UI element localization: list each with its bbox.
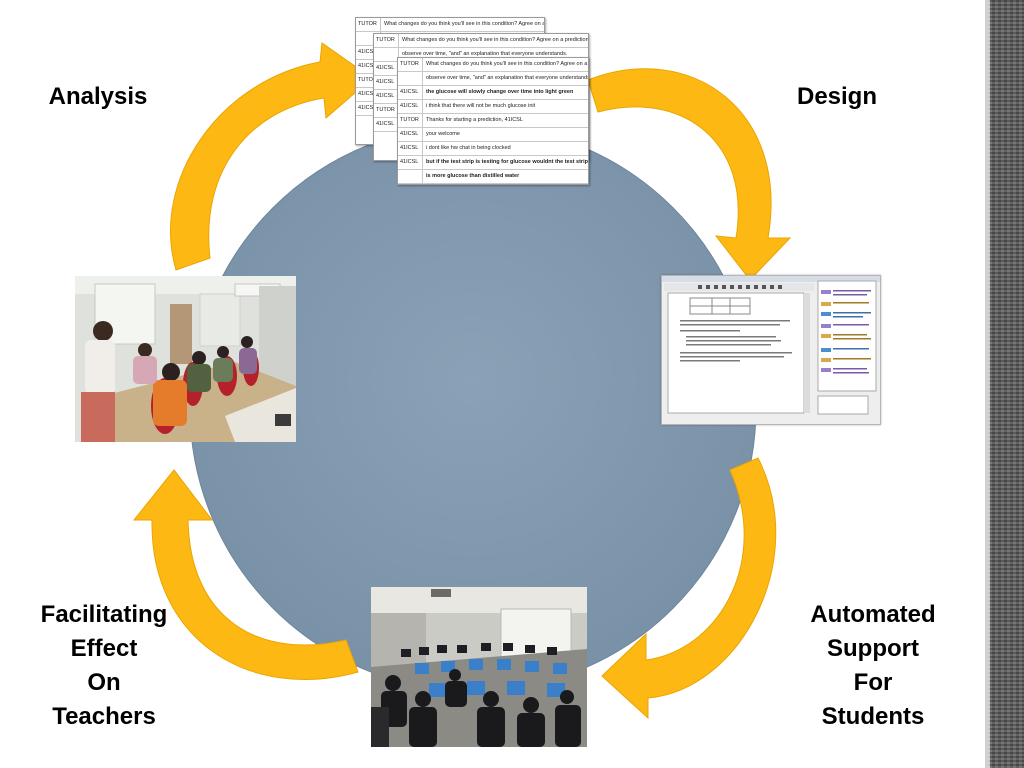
stage-label-line: For (790, 666, 956, 700)
chat-log-message: So is 41ICSL saying "a glucose test stri… (423, 184, 588, 185)
tutoring-software-image (662, 276, 880, 424)
chat-log-speaker: 41ICSL (398, 100, 423, 113)
chat-log-speaker: 41ICSL (398, 128, 423, 141)
chat-log-speaker (374, 48, 399, 61)
chat-log-row: is more glucose than distilled water (398, 170, 588, 184)
stage-label-line: Support (790, 632, 956, 666)
chat-log-message: your welcome (423, 128, 460, 141)
stage-label-line: Effect (24, 632, 184, 666)
chat-log-message: What changes do you think you'll see in … (381, 18, 544, 31)
strip-texture (989, 0, 1024, 768)
stage-label-line: Facilitating (24, 598, 184, 632)
chat-log-speaker (398, 170, 423, 183)
chat-log-speaker: 41ICSL (398, 142, 423, 155)
chat-log-speaker: 41ICSL (374, 90, 399, 103)
chat-log-message: observe over time, "and" an explanation … (423, 72, 588, 85)
chat-log-message: i dont like hw chat in being clocked (423, 142, 511, 155)
chat-log-speaker: 41ICSL (374, 76, 399, 89)
chat-log-speaker: 41ICSL (398, 86, 423, 99)
teacher-workshop-image (75, 276, 296, 442)
student-computer-lab-photo (371, 587, 587, 747)
chat-log-speaker: TUTOR (356, 18, 381, 31)
chat-log-row: observe over time, "and" an explanation … (398, 72, 588, 86)
stage-label-line: Students (790, 700, 956, 734)
tutoring-software-screenshot (661, 275, 881, 425)
chat-log-speaker: TUTOR (398, 58, 423, 71)
chat-log-speaker: TUTOR (398, 114, 423, 127)
stage-label-facilitating-effect: Facilitating Effect On Teachers (24, 598, 184, 734)
teacher-workshop-photo (75, 276, 296, 442)
chat-log-speaker (398, 72, 423, 85)
chat-log-message: Thanks for starting a prediction, 41ICSL (423, 114, 523, 127)
chat-log-speaker: TUTOR (398, 184, 423, 185)
stage-label-analysis: Analysis (40, 80, 156, 114)
chat-log-message: the glucose will slowly change over time… (423, 86, 573, 99)
stage-label-design: Design (788, 80, 886, 114)
stage-label-automated-support: Automated Support For Students (790, 598, 956, 734)
decorative-side-strip (985, 0, 1024, 768)
student-computer-lab-image (371, 587, 587, 747)
stage-label-line: Automated (790, 598, 956, 632)
chat-log-message: i think that there will not be much gluc… (423, 100, 535, 113)
chat-log-message: What changes do you think you'll see in … (423, 58, 588, 71)
chat-log-speaker: 41ICSL (374, 62, 399, 75)
chat-log-speaker: 41ICSL (374, 118, 399, 131)
chat-log-message: What changes do you think you'll see in … (399, 34, 588, 47)
chat-log-row: TUTORSo is 41ICSL saying "a glucose test… (398, 184, 588, 185)
stage-label-line: On (24, 666, 184, 700)
chat-log-speaker: 41ICSL (398, 156, 423, 169)
chat-log-speaker: TUTOR (374, 104, 399, 117)
chat-log-message: is more glucose than distilled water (423, 170, 519, 183)
chat-log-message: but if the test strip is testing for glu… (423, 156, 588, 169)
chat-log-speaker: TUTOR (374, 34, 399, 47)
stage-label-line: Teachers (24, 700, 184, 734)
